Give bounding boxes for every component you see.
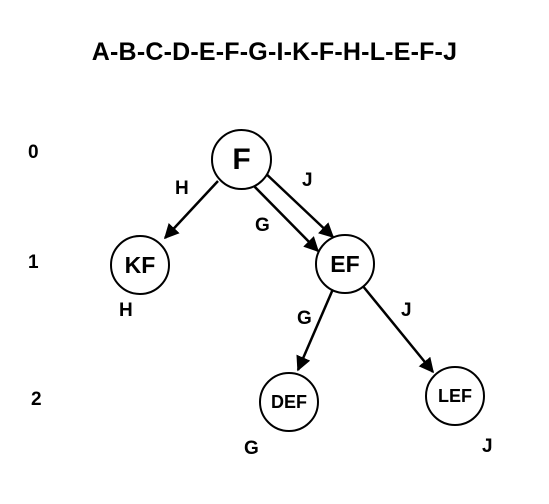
edge-label-f-kf: H: [175, 178, 189, 199]
level-label-1: 1: [28, 252, 39, 273]
node-tag-def: G: [244, 438, 259, 459]
level-label-0: 0: [28, 142, 39, 163]
edge-f-to-ef-j: [261, 169, 335, 239]
edge-f-to-kf: [163, 180, 219, 240]
node-lef: LEF: [425, 366, 485, 426]
node-tag-kf: H: [119, 300, 133, 321]
edge-ef-to-lef: [361, 284, 434, 374]
node-ef: EF: [315, 234, 375, 294]
node-tag-lef: J: [482, 436, 493, 457]
edge-label-ef-def: G: [297, 308, 312, 329]
edge-label-f-ef-g: G: [255, 215, 270, 236]
node-kf: KF: [110, 235, 170, 295]
edge-f-to-ef-g: [247, 179, 320, 253]
node-def: DEF: [259, 372, 319, 432]
level-label-2: 2: [31, 389, 42, 410]
edge-ef-to-def: [296, 288, 335, 372]
node-f: F: [211, 129, 272, 190]
edge-label-f-ef-j: J: [302, 170, 313, 191]
sequence-title: A-B-C-D-E-F-G-I-K-F-H-L-E-F-J: [91, 38, 458, 66]
edge-label-ef-lef: J: [401, 300, 412, 321]
